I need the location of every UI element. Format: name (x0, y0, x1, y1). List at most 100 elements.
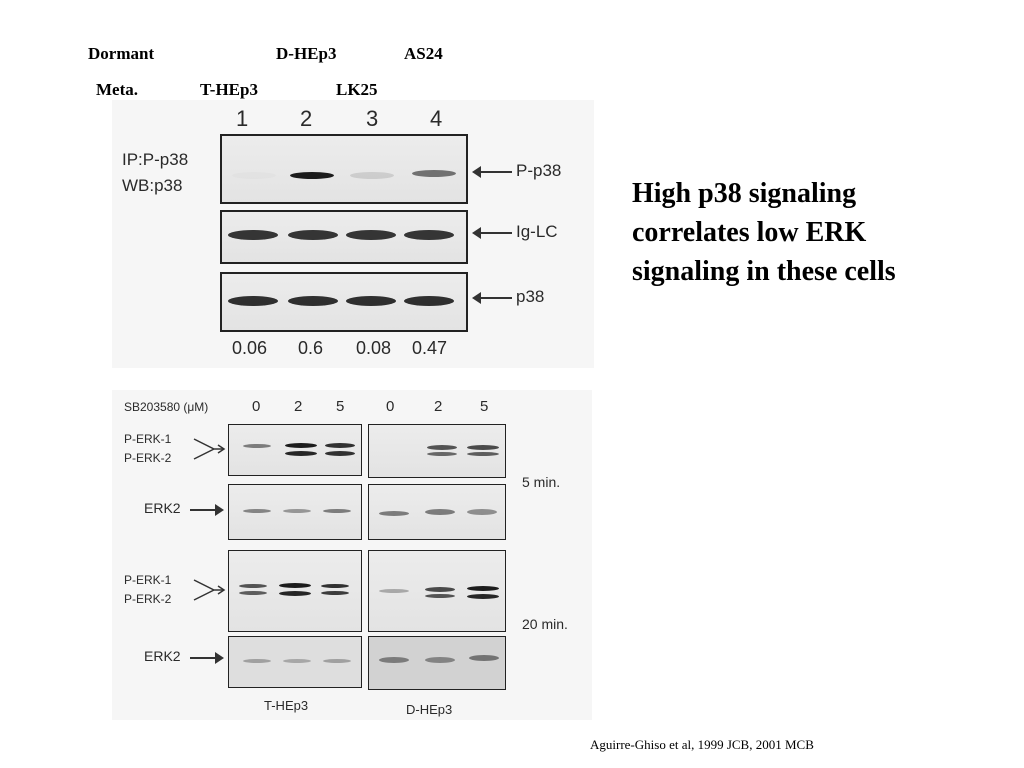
band (243, 509, 271, 513)
band (279, 583, 311, 588)
band (467, 594, 499, 599)
erk2-label-20min: ERK2 (144, 648, 181, 664)
dose-3: 5 (336, 398, 345, 415)
header-lk25: LK25 (336, 80, 378, 99)
label-p-p38: P-p38 (516, 161, 562, 180)
arrow-p-p38 (472, 166, 512, 178)
band-p38-lane-1 (228, 296, 278, 306)
band (239, 591, 267, 595)
perk1-label-20min: P-ERK-1 (124, 573, 172, 587)
blot-erk2-thep3-5min (228, 484, 362, 540)
band (379, 511, 409, 516)
band (243, 659, 271, 663)
band (467, 509, 497, 515)
band-iglc-lane-4 (404, 230, 454, 240)
blot-erk2-dhep3-5min (368, 484, 506, 540)
ratio-lane-2: 0.6 (298, 338, 324, 358)
band (379, 657, 409, 663)
band (427, 445, 457, 450)
erk2-label-5min: ERK2 (144, 500, 181, 516)
band (239, 584, 267, 588)
band-p-p38-lane-3 (350, 172, 394, 179)
band (279, 591, 311, 596)
band (323, 659, 351, 663)
perk2-label-20min: P-ERK-2 (124, 592, 172, 606)
band (425, 657, 455, 663)
band (467, 452, 499, 456)
band (469, 655, 499, 661)
perk-pointer-20min (193, 579, 226, 601)
headline-line-2: correlates low ERK (632, 217, 867, 248)
band-p38-lane-4 (404, 296, 454, 306)
band (425, 594, 455, 598)
cell-label-dhep3: D-HEp3 (406, 702, 453, 717)
lane-number-2: 2 (300, 106, 313, 131)
header-d-hep3: D-HEp3 (276, 44, 337, 63)
perk-pointer-5min (193, 438, 226, 460)
arrow-ig-lc (472, 227, 512, 239)
blot-erk2-dhep3-20min (368, 636, 506, 690)
header-meta: Meta. (96, 80, 139, 99)
label-p38: p38 (516, 287, 545, 306)
ratio-lane-1: 0.06 (232, 338, 268, 358)
lane-number-3: 3 (366, 106, 379, 131)
band-iglc-lane-1 (228, 230, 278, 240)
band (425, 587, 455, 592)
band (325, 443, 355, 448)
dose-5: 2 (434, 398, 443, 415)
blot-perk-dhep3-5min (368, 424, 506, 478)
band-p38-lane-2 (288, 296, 338, 306)
label-ig-lc: Ig-LC (516, 222, 558, 241)
blot-perk-dhep3-20min (368, 550, 506, 632)
blot-p-p38 (220, 134, 468, 204)
band-iglc-lane-2 (288, 230, 338, 240)
band (283, 509, 311, 513)
band (285, 443, 317, 448)
band (325, 451, 355, 456)
erk2-arrow-20min (190, 652, 224, 664)
time-label-5min: 5 min. (522, 474, 561, 490)
band (283, 659, 311, 663)
perk2-label-5min: P-ERK-2 (124, 451, 172, 465)
perk1-label-5min: P-ERK-1 (124, 432, 172, 446)
dose-4: 0 (386, 398, 395, 415)
dose-6: 5 (480, 398, 489, 415)
time-label-20min: 20 min. (522, 616, 568, 632)
band (285, 451, 317, 456)
headline: High p38 signaling correlates low ERK si… (632, 174, 896, 291)
lane-number-1: 1 (236, 106, 249, 131)
headline-line-3: signaling in these cells (632, 256, 896, 287)
header-t-hep3: T-HEp3 (200, 80, 258, 99)
blot-perk-thep3-20min (228, 550, 362, 632)
citation: Aguirre-Ghiso et al, 1999 JCB, 2001 MCB (590, 737, 814, 752)
band (467, 586, 499, 591)
band (321, 591, 349, 595)
ratio-lane-4: 0.47 (412, 338, 448, 358)
band (323, 509, 351, 513)
header-dormant: Dormant (88, 44, 155, 63)
wb-label: WB:p38 (122, 176, 183, 195)
dose-2: 2 (294, 398, 303, 415)
band (379, 589, 409, 593)
band-p38-lane-3 (346, 296, 396, 306)
band (427, 452, 457, 456)
dose-1: 0 (252, 398, 261, 415)
band (243, 444, 271, 448)
band-iglc-lane-3 (346, 230, 396, 240)
header-as24: AS24 (404, 44, 443, 63)
lane-number-4: 4 (430, 106, 443, 131)
ratio-lane-3: 0.08 (356, 338, 392, 358)
treatment-label: SB203580 (μM) (124, 400, 209, 414)
band (425, 509, 455, 515)
band (321, 584, 349, 588)
erk2-arrow-5min (190, 504, 224, 516)
blot-perk-thep3-5min (228, 424, 362, 476)
cell-label-thep3: T-HEp3 (264, 698, 309, 713)
band-p-p38-lane-2 (290, 172, 334, 179)
headline-line-1: High p38 signaling (632, 178, 857, 209)
band-p-p38-lane-1 (232, 172, 276, 179)
blot-ig-lc (220, 210, 468, 264)
ip-label: IP:P-p38 (122, 150, 189, 169)
band-p-p38-lane-4 (412, 170, 456, 177)
band (467, 445, 499, 450)
